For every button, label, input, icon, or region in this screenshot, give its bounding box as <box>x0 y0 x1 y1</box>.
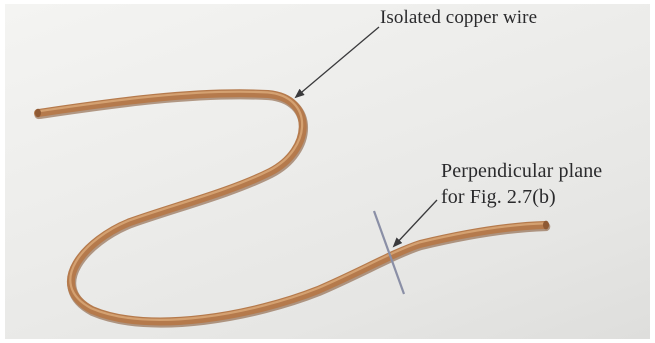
wire-end-right <box>543 221 549 230</box>
plane-label-line2: for Fig. 2.7(b) <box>441 186 556 209</box>
wire-leader-arrow <box>296 27 379 97</box>
wire-label: Isolated copper wire <box>380 7 537 29</box>
wire-end-left <box>35 109 41 117</box>
plane-label-line1: Perpendicular plane <box>441 160 602 183</box>
